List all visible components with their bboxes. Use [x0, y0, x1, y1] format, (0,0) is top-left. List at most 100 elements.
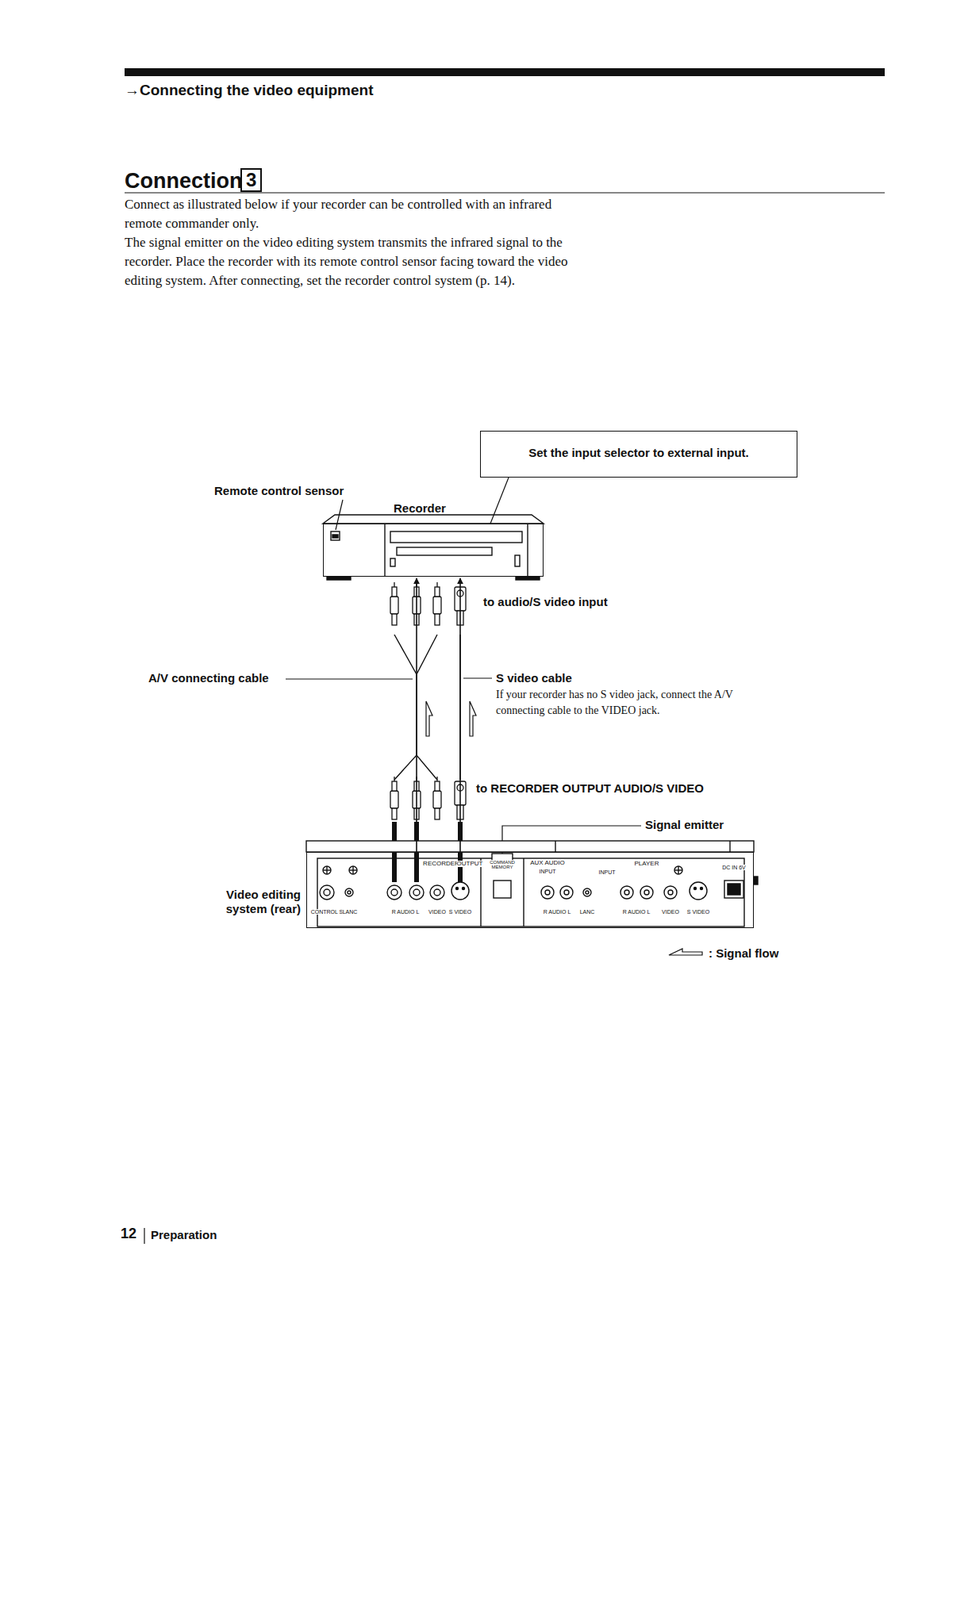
- jack-drawing: [319, 885, 335, 900]
- jack-drawing: [326, 866, 327, 875]
- editing-system-drawing: [724, 880, 744, 899]
- recorder-drawing: [330, 531, 340, 541]
- section-number: 3: [240, 168, 262, 193]
- panel-label: R AUDIO L: [622, 909, 651, 915]
- jack-drawing: [413, 889, 420, 896]
- editing-system-drawing: [554, 841, 556, 853]
- jack-drawing: [391, 889, 398, 896]
- plug-drawing: [391, 808, 397, 820]
- recorder-drawing: [332, 534, 339, 538]
- jack-drawing: [668, 890, 673, 896]
- footer-rule: [144, 1228, 146, 1245]
- jack-drawing: [430, 885, 445, 900]
- plug-drawing: [434, 781, 440, 792]
- panel-label: DC IN 6V: [722, 864, 746, 871]
- panel-label: INPUT: [599, 869, 616, 876]
- jack-drawing: [677, 866, 679, 875]
- plug-drawing: [433, 596, 442, 615]
- note-text: If your recorder has no S video jack, co…: [495, 687, 734, 719]
- plug-drawing: [433, 791, 442, 809]
- callout-box: Set the input selector to external input…: [480, 430, 798, 478]
- plug-drawing: [393, 582, 395, 588]
- section-heading: Connection: [124, 168, 243, 194]
- header-bar: [124, 68, 885, 77]
- panel-label: CONTROL S: [311, 909, 344, 915]
- editing-system-drawing: [729, 841, 730, 853]
- cable-drawing: [394, 755, 438, 780]
- panel-label: S VIDEO: [449, 909, 472, 915]
- editing-system-drawing: [306, 841, 758, 927]
- panel-label: INPUT: [539, 868, 557, 875]
- jack-drawing: [624, 890, 630, 896]
- jack-drawing: [700, 887, 704, 891]
- recorder-drawing: [390, 531, 523, 543]
- jack-drawing: [694, 887, 697, 891]
- node-text: Video editing system (rear): [218, 887, 301, 917]
- jack-drawing: [564, 890, 569, 896]
- label-leaders: [285, 678, 413, 680]
- part-name: S video cable: [495, 671, 573, 686]
- jack-drawing: [689, 882, 707, 900]
- signal-flow-arrows: [426, 701, 477, 737]
- jack-drawing: [434, 889, 441, 896]
- jack-label: to audio/S video input: [483, 595, 608, 610]
- jack-drawing: [409, 885, 424, 900]
- node-text: Recorder: [393, 501, 446, 516]
- footer-rule: [143, 1228, 145, 1245]
- recorder-drawing: [322, 514, 544, 524]
- jack-drawing: [620, 886, 634, 900]
- panel-label: VIDEO: [428, 909, 446, 915]
- jack-drawing: [664, 886, 677, 900]
- editing-system-drawing: [306, 841, 754, 853]
- editing-system-drawing: [493, 880, 511, 899]
- plug-drawing: [436, 582, 438, 588]
- footer-section: Preparation: [150, 1228, 217, 1243]
- recorder-drawing: [384, 523, 385, 577]
- editing-system-drawing: [317, 858, 745, 927]
- jack-drawing: [322, 866, 331, 875]
- page-number: 12: [120, 1225, 137, 1244]
- jack-drawing: [545, 890, 550, 896]
- part-name: Signal emitter: [645, 818, 724, 833]
- panel-label: LANC: [342, 909, 358, 915]
- recorder-drawing: [396, 547, 492, 556]
- jack-drawing: [387, 885, 402, 900]
- video-editing-system: Video editing system (rear): [306, 852, 754, 929]
- section-title: →Connecting the video equipment: [124, 81, 374, 100]
- part-name: Remote control sensor: [214, 484, 344, 499]
- cable-connector: [459, 578, 462, 853]
- legend-sample: [668, 948, 703, 956]
- jack-label: to RECORDER OUTPUT AUDIO/S VIDEO: [476, 781, 704, 796]
- recorder-drawing: [526, 523, 528, 577]
- plug-drawing: [436, 776, 438, 782]
- plug-drawing: [391, 587, 397, 597]
- panel-label: R AUDIO L: [543, 909, 572, 915]
- jack-drawing: [349, 866, 358, 875]
- recorder: Recorder: [322, 523, 544, 577]
- plug-drawing: [391, 614, 397, 626]
- panel-label: S VIDEO: [687, 909, 710, 915]
- cable-connector: [490, 477, 509, 524]
- jack-drawing: [583, 888, 592, 897]
- plug-drawing: [434, 614, 440, 626]
- jack-drawing: [462, 887, 465, 891]
- plug-drawing: [390, 582, 466, 820]
- panel-label: R AUDIO L: [391, 909, 420, 915]
- legend-sample: [668, 948, 703, 956]
- panel-label: LANC: [580, 909, 596, 915]
- sensor-leader: [335, 499, 343, 531]
- recorder-drawing: [514, 555, 520, 567]
- sensor-leader: [335, 499, 343, 531]
- panel-label: PLAYER: [634, 860, 660, 868]
- label-leaders: [463, 677, 492, 679]
- part-name: A/V connecting cable: [148, 671, 269, 686]
- plug-drawing: [390, 596, 399, 615]
- editing-system-drawing: [727, 883, 741, 896]
- jack-drawing: [323, 889, 331, 896]
- legend-text: : Signal flow: [708, 946, 779, 961]
- jack-drawing: [352, 866, 354, 875]
- recorder-drawing: [326, 576, 351, 581]
- plug-drawing: [434, 587, 440, 597]
- node-text: Set the input selector to external input…: [480, 431, 797, 475]
- jack-drawing: [644, 890, 650, 896]
